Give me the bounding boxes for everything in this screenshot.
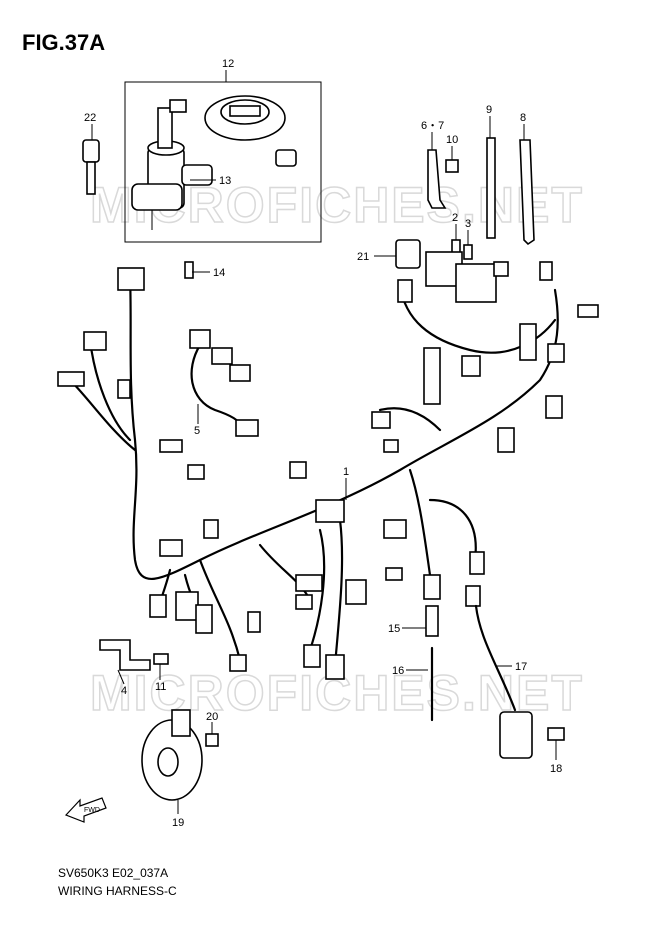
- callout-4: 4: [121, 685, 127, 697]
- callout-10: 10: [446, 134, 458, 146]
- ignition-switch: [131, 99, 213, 230]
- harness-connectors: [57, 261, 599, 680]
- callout-19: 19: [172, 817, 184, 829]
- callout-14: 14: [213, 267, 225, 279]
- lead-17: [474, 604, 517, 712]
- relay-21: [395, 239, 421, 269]
- bolt-11: [153, 653, 169, 665]
- fuse-3: [463, 244, 473, 260]
- callout-12: 12: [222, 58, 234, 70]
- switch-15-connector: [423, 574, 441, 600]
- callout-9: 9: [486, 104, 492, 116]
- lock-cylinder: [275, 149, 297, 167]
- bolt-10: [445, 159, 459, 173]
- callout-8: 8: [520, 112, 526, 124]
- fuse-box-body: [455, 263, 497, 303]
- callout-20: 20: [206, 711, 218, 723]
- callout-6-7: 6・7: [421, 120, 444, 132]
- callout-18: 18: [550, 763, 562, 775]
- figure-title: FIG.37A: [22, 30, 106, 55]
- bolt-18: [547, 727, 565, 741]
- callout-15: 15: [388, 623, 400, 635]
- model-code: SV650K3 E02_037A: [58, 866, 169, 880]
- ignition-group-box: [124, 81, 322, 243]
- callout-5: 5: [194, 425, 200, 437]
- section-name: WIRING HARNESS-C: [58, 884, 177, 898]
- connector-17-top: [469, 551, 485, 575]
- callout-1: 1: [343, 466, 349, 478]
- callout-21: 21: [357, 251, 369, 263]
- callout-leaders: [91, 70, 557, 814]
- bracket-clamp: [427, 149, 447, 209]
- fwd-label: FWD: [84, 807, 100, 814]
- switch-15: [425, 605, 439, 637]
- fuel-cap-lock: [204, 95, 286, 141]
- screw-14: [184, 261, 194, 279]
- callout-11: 11: [155, 681, 166, 693]
- cable-tie-8: [519, 139, 535, 246]
- callout-16: 16: [392, 665, 404, 677]
- key: [82, 139, 100, 195]
- bolt-20: [205, 733, 219, 747]
- connector-17-mid: [465, 585, 481, 607]
- callout-2: 2: [452, 212, 458, 224]
- sensor-17: [499, 711, 533, 759]
- callout-3: 3: [465, 218, 471, 230]
- callout-22: 22: [84, 112, 96, 124]
- cable-tie-9: [486, 137, 496, 239]
- bracket-4: [99, 639, 151, 671]
- main-wiring-harness: [68, 273, 559, 667]
- callout-13: 13: [219, 175, 231, 187]
- fwd-arrow-icon: FWD: [64, 797, 107, 823]
- callout-17: 17: [515, 661, 527, 673]
